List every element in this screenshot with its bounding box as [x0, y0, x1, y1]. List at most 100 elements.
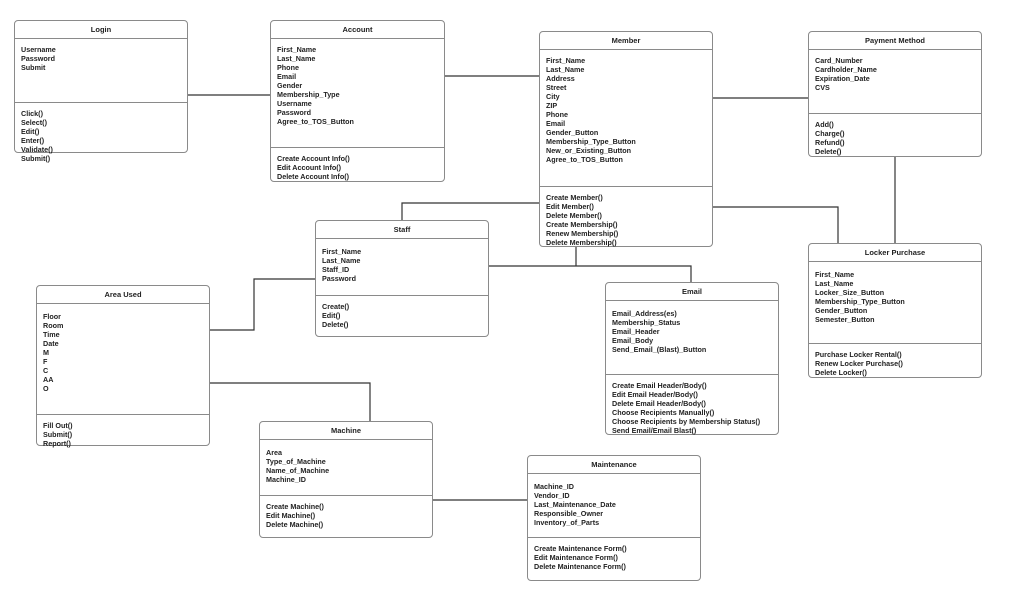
email-attributes: Email_Address(es) Membership_Status Emai…: [606, 301, 778, 374]
attribute: Area: [266, 448, 282, 457]
method: Submit(): [43, 430, 73, 439]
member-attributes: First_Name Last_Name Address Street City…: [540, 50, 712, 186]
attribute: F: [43, 357, 48, 366]
email-methods: Create Email Header/Body() Edit Email He…: [606, 374, 778, 439]
attribute: Email_Body: [612, 336, 654, 345]
attribute: Submit: [21, 63, 46, 72]
attribute: Staff_ID: [322, 265, 350, 274]
attribute: Vendor_ID: [534, 491, 570, 500]
machine-title: Machine: [260, 422, 432, 440]
method: Delete Locker(): [815, 368, 867, 377]
attribute: ZIP: [546, 101, 558, 110]
method: Delete Account Info(): [277, 172, 350, 181]
attribute: First_Name: [277, 45, 317, 54]
method: Edit Member(): [546, 202, 594, 211]
method: Validate(): [21, 145, 53, 154]
attribute: Address: [546, 74, 575, 83]
attribute: Agree_to_TOS_Button: [277, 117, 354, 126]
attribute: Password: [277, 108, 311, 117]
locker-purchase-title: Locker Purchase: [809, 244, 981, 262]
maintenance-class: Maintenance Machine_ID Vendor_ID Last_Ma…: [527, 455, 701, 581]
method: Fill Out(): [43, 421, 73, 430]
attribute: Name_of_Machine: [266, 466, 330, 475]
area-used-attributes: Floor Room Time Date M F C AA O: [37, 304, 209, 414]
attribute: C: [43, 366, 49, 375]
email-title: Email: [606, 283, 778, 301]
method: Send Email/Email Blast(): [612, 426, 697, 435]
account-attributes: First_Name Last_Name Phone Email Gender …: [271, 39, 444, 147]
member-title: Member: [540, 32, 712, 50]
attribute: New_or_Existing_Button: [546, 146, 632, 155]
machine-class: Machine Area Type_of_Machine Name_of_Mac…: [259, 421, 433, 538]
method: Renew Locker Purchase(): [815, 359, 903, 368]
attribute: Room: [43, 321, 64, 330]
method: Renew Membership(): [546, 229, 619, 238]
attribute: Street: [546, 83, 567, 92]
method: Edit Account Info(): [277, 163, 342, 172]
attribute: Username: [21, 45, 56, 54]
staff-class: Staff First_Name Last_Name Staff_ID Pass…: [315, 220, 489, 337]
attribute: Username: [277, 99, 312, 108]
method: Submit(): [21, 154, 51, 163]
connector-member-staff: [401, 202, 539, 220]
payment-method-methods: Add() Charge() Refund() Delete(): [809, 113, 981, 160]
attribute: Email_Address(es): [612, 309, 677, 318]
staff-title: Staff: [316, 221, 488, 239]
method: Refund(): [815, 138, 845, 147]
attribute: Email: [277, 72, 297, 81]
area-used-title: Area Used: [37, 286, 209, 304]
attribute: Type_of_Machine: [266, 457, 326, 466]
method: Choose Recipients by Membership Status(): [612, 417, 761, 426]
attribute: Machine_ID: [534, 482, 574, 491]
locker-purchase-class: Locker Purchase First_Name Last_Name Loc…: [808, 243, 982, 378]
payment-method-attributes: Card_Number Cardholder_Name Expiration_D…: [809, 50, 981, 113]
method: Create Membership(): [546, 220, 618, 229]
account-methods: Create Account Info() Edit Account Info(…: [271, 147, 444, 185]
connector-member-locker-purchase: [713, 206, 839, 243]
attribute: Last_Name: [277, 54, 316, 63]
attribute: Responsible_Owner: [534, 509, 604, 518]
method: Enter(): [21, 136, 45, 145]
locker-purchase-methods: Purchase Locker Rental() Renew Locker Pu…: [809, 343, 981, 381]
connector-staff-area-used: [210, 278, 315, 331]
attribute: Inventory_of_Parts: [534, 518, 600, 527]
attribute: Floor: [43, 312, 61, 321]
attribute: Gender_Button: [546, 128, 599, 137]
attribute: Last_Name: [815, 279, 854, 288]
method: Edit Machine(): [266, 511, 316, 520]
attribute: Last_Name: [546, 65, 585, 74]
method: Edit(): [322, 311, 341, 320]
attribute: Gender: [277, 81, 303, 90]
attribute: Agree_to_TOS_Button: [546, 155, 623, 164]
method: Create Machine(): [266, 502, 324, 511]
connector-member-email: [489, 247, 692, 282]
attribute: First_Name: [546, 56, 586, 65]
attribute: City: [546, 92, 560, 101]
attribute: Locker_Size_Button: [815, 288, 885, 297]
attribute: First_Name: [322, 247, 362, 256]
method: Edit Maintenance Form(): [534, 553, 618, 562]
attribute: Send_Email_(Blast)_Button: [612, 345, 707, 354]
attribute: Machine_ID: [266, 475, 306, 484]
method: Delete(): [322, 320, 349, 329]
machine-attributes: Area Type_of_Machine Name_of_Machine Mac…: [260, 440, 432, 495]
method: Delete Member(): [546, 211, 602, 220]
attribute: Email_Header: [612, 327, 660, 336]
area-used-class: Area Used Floor Room Time Date M F C AA …: [36, 285, 210, 448]
login-attributes: Username Password Submit: [15, 39, 187, 102]
attribute: Email: [546, 119, 566, 128]
method: Create(): [322, 302, 350, 311]
attribute: M: [43, 348, 49, 357]
method: Purchase Locker Rental(): [815, 350, 902, 359]
login-class: Login Username Password Submit Click() S…: [14, 20, 188, 163]
payment-method-title: Payment Method: [809, 32, 981, 50]
maintenance-methods: Create Maintenance Form() Edit Maintenan…: [528, 537, 700, 575]
attribute: Cardholder_Name: [815, 65, 877, 74]
staff-attributes: First_Name Last_Name Staff_ID Password: [316, 239, 488, 295]
email-class: Email Email_Address(es) Membership_Statu…: [605, 282, 779, 435]
attribute: Membership_Type: [277, 90, 340, 99]
attribute: Date: [43, 339, 59, 348]
attribute: O: [43, 384, 49, 393]
method: Delete Email Header/Body(): [612, 399, 706, 408]
